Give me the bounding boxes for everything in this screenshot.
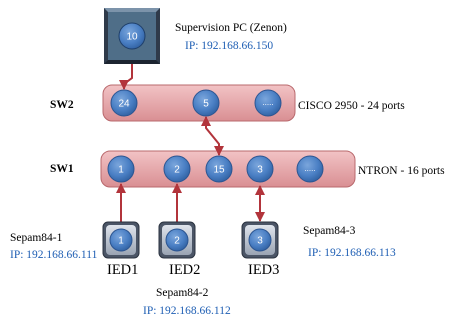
ied2-ip: IP: 192.168.66.112 (143, 305, 231, 317)
sw1-port-1: 1 (107, 155, 135, 183)
sw2-port-24: 24 (110, 89, 138, 117)
sw2-port-label: ..... (262, 98, 273, 107)
links (116, 64, 265, 222)
sw2-port-5: 5 (192, 89, 220, 117)
ied3-label: IED3 (248, 262, 279, 278)
pc-port-number: 10 (126, 32, 138, 43)
ied3-port-number: 3 (257, 236, 263, 247)
sw2-port-more: ..... (254, 89, 282, 117)
ied1-relay: Sepam84-1 (10, 232, 63, 244)
ied3-relay: Sepam84-3 (303, 225, 356, 237)
ied2-relay: Sepam84-2 (156, 287, 209, 299)
sw1-port-label: 1 (118, 165, 124, 176)
link-pc-sw2 (119, 64, 133, 90)
link-sw2-sw1 (201, 116, 224, 156)
ied1-device: 1 (102, 221, 140, 259)
sw2-port-label: 24 (118, 99, 130, 110)
ied2-device: 2 (158, 221, 196, 259)
pc-port (118, 22, 146, 50)
sw2-name: SW2 (50, 99, 74, 111)
sw2-model: CISCO 2950 - 24 ports (298, 100, 405, 112)
sw1-port-label: 2 (174, 165, 180, 176)
sw1-model: NTRON - 16 ports (358, 165, 445, 177)
ied1-label: IED1 (107, 262, 138, 278)
sw2-port-label: 5 (203, 99, 209, 110)
sw1-port-15: 15 (205, 155, 233, 183)
sw1-port-2: 2 (163, 155, 191, 183)
ied1-ip: IP: 192.168.66.111 (10, 249, 98, 261)
ied2-port-number: 2 (174, 236, 180, 247)
sw1-port-3: 3 (246, 155, 274, 183)
supervision-pc: 10 (104, 8, 160, 64)
sw1-port-more: ..... (296, 155, 324, 183)
ied3-ip: IP: 192.168.66.113 (308, 247, 396, 259)
sw1-port-label: 15 (213, 165, 225, 176)
ied2-label: IED2 (169, 262, 200, 278)
sw1-port-label: 3 (257, 165, 263, 176)
pc-ip: IP: 192.168.66.150 (185, 40, 273, 52)
ied3-device: 3 (241, 221, 279, 259)
sw1-port-label: ..... (304, 164, 315, 173)
sw1-name: SW1 (50, 163, 74, 175)
pc-title: Supervision PC (Zenon) (175, 22, 287, 34)
ied1-port-number: 1 (118, 236, 124, 247)
